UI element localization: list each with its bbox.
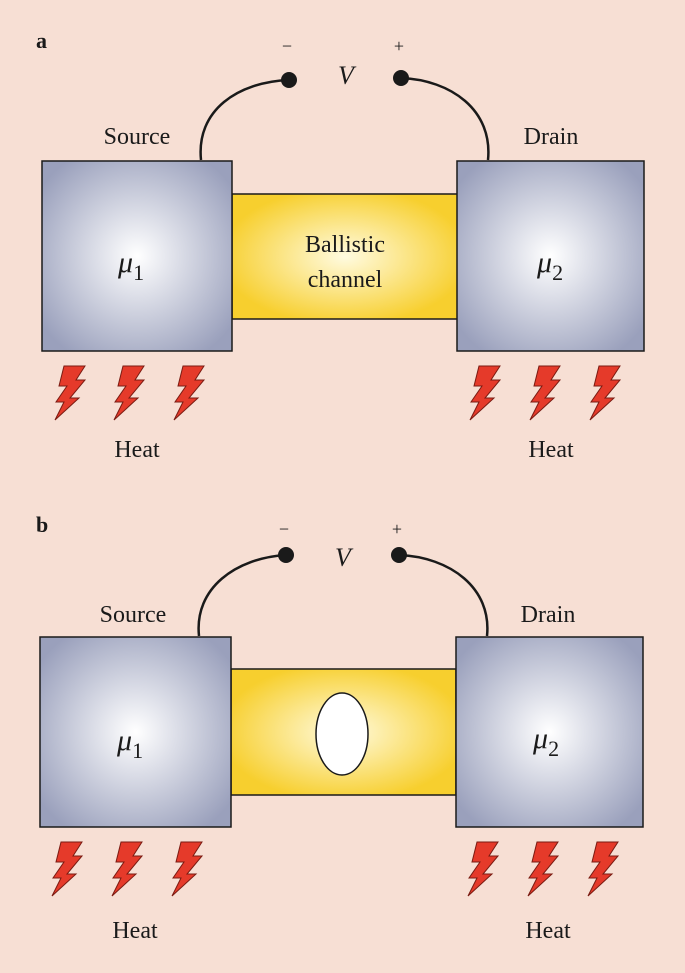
drain-wire	[400, 76, 490, 161]
heat-bolt-icon	[587, 841, 619, 897]
heat-bolt-icon	[469, 365, 501, 421]
heat-bolt-icon	[111, 841, 143, 897]
heat-bolt-icon	[589, 365, 621, 421]
panel-b: b − + V Source Drain μ1 μ2 Heat Heat	[36, 512, 644, 944]
heat-bolt-icon	[527, 841, 559, 897]
voltage-label: V	[335, 543, 354, 572]
drain-wire	[398, 553, 489, 637]
ballistic-channel	[231, 193, 459, 320]
mu-2-label: μ2	[536, 246, 563, 285]
scatterer	[315, 692, 369, 776]
heat-bolt-icon	[51, 841, 83, 897]
voltage-label: V	[338, 61, 357, 90]
minus-terminal	[281, 72, 297, 88]
heat-label-left: Heat	[112, 918, 158, 944]
plus-sign: +	[392, 519, 402, 539]
drain-reservoir	[456, 160, 645, 352]
heat-bolt-icon	[173, 365, 205, 421]
heat-label-left: Heat	[114, 437, 160, 463]
mu-2-label: μ2	[532, 722, 559, 761]
minus-sign: −	[282, 36, 292, 56]
drain-reservoir	[455, 636, 644, 828]
source-reservoir	[41, 160, 233, 352]
source-label: Source	[104, 124, 171, 150]
heat-bolt-icon	[529, 365, 561, 421]
channel-label-line1: Ballistic	[305, 232, 385, 258]
plus-terminal	[393, 70, 409, 86]
mu-1-label: μ1	[116, 724, 143, 763]
panel-letter: a	[36, 28, 47, 53]
heat-label-right: Heat	[525, 918, 571, 944]
heat-bolt-icon	[113, 365, 145, 421]
minus-sign: −	[279, 519, 289, 539]
heat-bolt-icon	[54, 365, 86, 421]
source-label: Source	[100, 602, 167, 628]
source-reservoir	[39, 636, 232, 828]
panel-letter: b	[36, 512, 48, 537]
drain-label: Drain	[524, 124, 579, 150]
panel-a: a − + V Source Drain Ballistic channel μ…	[36, 28, 645, 463]
minus-terminal	[278, 547, 294, 563]
channel-label-line2: channel	[308, 267, 383, 293]
heat-bolt-icon	[171, 841, 203, 897]
drain-label: Drain	[521, 602, 576, 628]
source-wire	[197, 553, 287, 637]
heat-label-right: Heat	[528, 437, 574, 463]
mu-1-label: μ1	[117, 246, 144, 285]
source-wire	[199, 78, 290, 161]
plus-sign: +	[394, 36, 404, 56]
plus-terminal	[391, 547, 407, 563]
heat-bolt-icon	[467, 841, 499, 897]
